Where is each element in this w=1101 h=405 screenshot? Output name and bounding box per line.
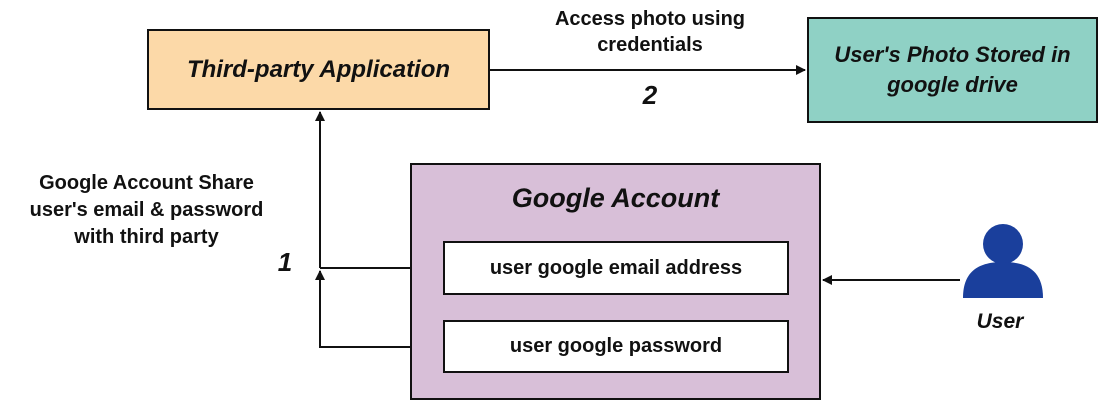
email-field-label: user google email address — [489, 256, 743, 279]
photo-stored-box: User's Photo Stored in google drive — [807, 17, 1098, 123]
share-line-1: Google Account Share — [39, 172, 254, 194]
email-field-box: user google email address — [443, 241, 789, 295]
step-1-label: 1 — [277, 247, 293, 277]
google-account-title: Google Account — [511, 183, 720, 213]
access-line-2: credentials — [597, 34, 703, 56]
third-party-label: Third-party Application — [186, 55, 451, 83]
third-party-application-box: Third-party Application — [147, 29, 490, 110]
person-icon — [963, 224, 1043, 298]
share-line-2: user's email & password — [29, 199, 264, 221]
password-field-label: user google password — [509, 335, 723, 357]
photo-stored-line-1: User's Photo Stored in — [834, 42, 1071, 67]
user-label: User — [976, 310, 1024, 333]
step-2-label: 2 — [642, 80, 658, 110]
password-field-box: user google password — [443, 320, 789, 373]
access-line-1: Access photo using — [554, 8, 746, 30]
arrow-password — [315, 270, 443, 348]
share-line-3: with third party — [74, 226, 219, 248]
access-photo-label: Access photo using credentials — [505, 6, 795, 58]
share-credentials-label: Google Account Share user's email & pass… — [4, 170, 289, 251]
photo-stored-line-2: google drive — [887, 72, 1018, 97]
